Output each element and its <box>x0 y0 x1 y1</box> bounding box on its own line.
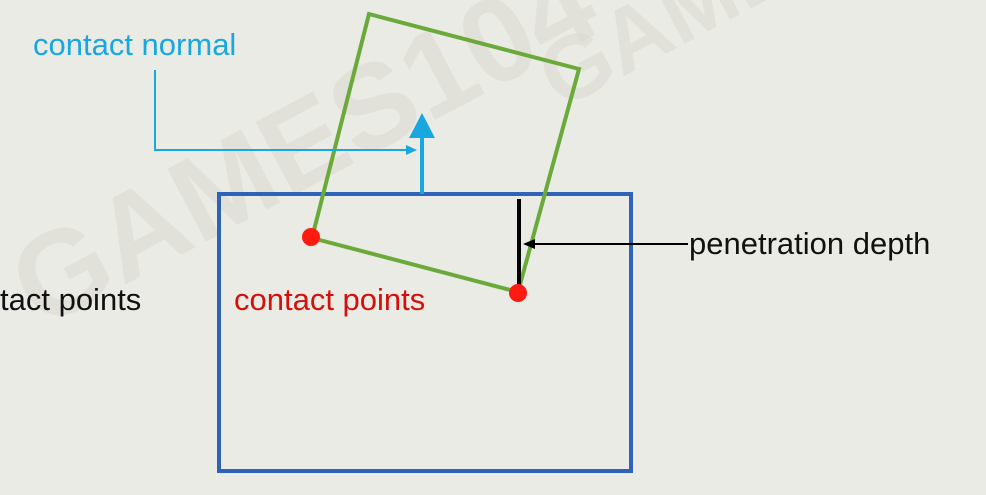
penetration-depth-callout-arrowhead <box>523 239 535 249</box>
contact-points-label-cut: tact points <box>0 282 141 317</box>
contact-normal-callout-line <box>154 70 408 151</box>
contact-point-left <box>302 228 320 246</box>
penetration-depth-label: penetration depth <box>689 226 930 261</box>
contact-normal-label: contact normal <box>33 27 236 62</box>
contact-normal-arrowhead <box>409 113 435 138</box>
contact-point-right <box>509 284 527 302</box>
contact-points-label-inner: contact points <box>234 282 425 317</box>
static-box <box>217 192 633 473</box>
contact-normal-callout-arrowhead <box>406 145 417 155</box>
